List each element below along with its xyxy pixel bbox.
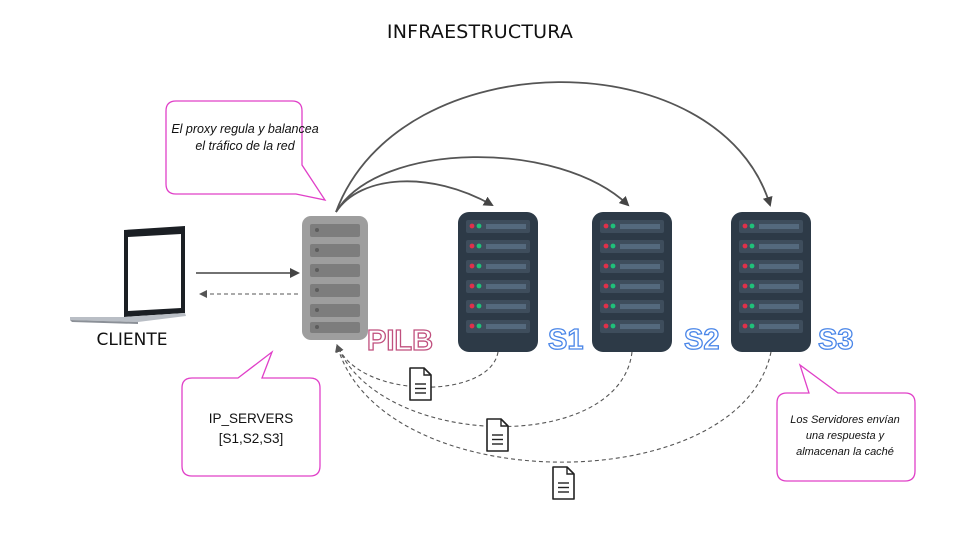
- proxy-label: PILB: [366, 324, 434, 357]
- document-icon: [486, 418, 509, 452]
- callout-proxy-bubble: [165, 100, 327, 201]
- servers-note: Los Servidores envían una respuesta y al…: [790, 414, 900, 458]
- server-icon-s3: [731, 212, 811, 352]
- ip-servers-list: [S1,S2,S3]: [218, 431, 284, 446]
- document-icon: [552, 466, 575, 500]
- s1-label: S1: [547, 323, 584, 356]
- callout-servers-bubble: [776, 363, 916, 482]
- s3-label: S3: [817, 323, 854, 356]
- document-icon: [409, 367, 432, 401]
- ip-servers-note: IP_SERVERS [S1,S2,S3]: [186, 409, 316, 449]
- client-label: CLIENTE: [96, 330, 168, 350]
- arrow-proxy-to-s3: [335, 81, 773, 213]
- callout-ip-servers-bubble: [181, 350, 321, 477]
- arrow-proxy-to-s2: [335, 156, 630, 213]
- server-icon-s2: [592, 212, 672, 352]
- arrow-proxy-to-s1: [335, 180, 494, 213]
- s2-label: S2: [683, 323, 720, 356]
- return-s1-to-proxy: [336, 344, 499, 388]
- laptop-icon: [70, 226, 186, 324]
- diagram-title: INFRAESTRUCTURA: [386, 21, 574, 43]
- server-icon-s1: [458, 212, 538, 352]
- proxy-note: El proxy regula y balancea el tráfico de…: [171, 122, 319, 153]
- proxy-server-icon: [302, 216, 368, 340]
- ip-servers-title: IP_SERVERS: [208, 411, 294, 426]
- return-s3-to-proxy: [335, 344, 772, 463]
